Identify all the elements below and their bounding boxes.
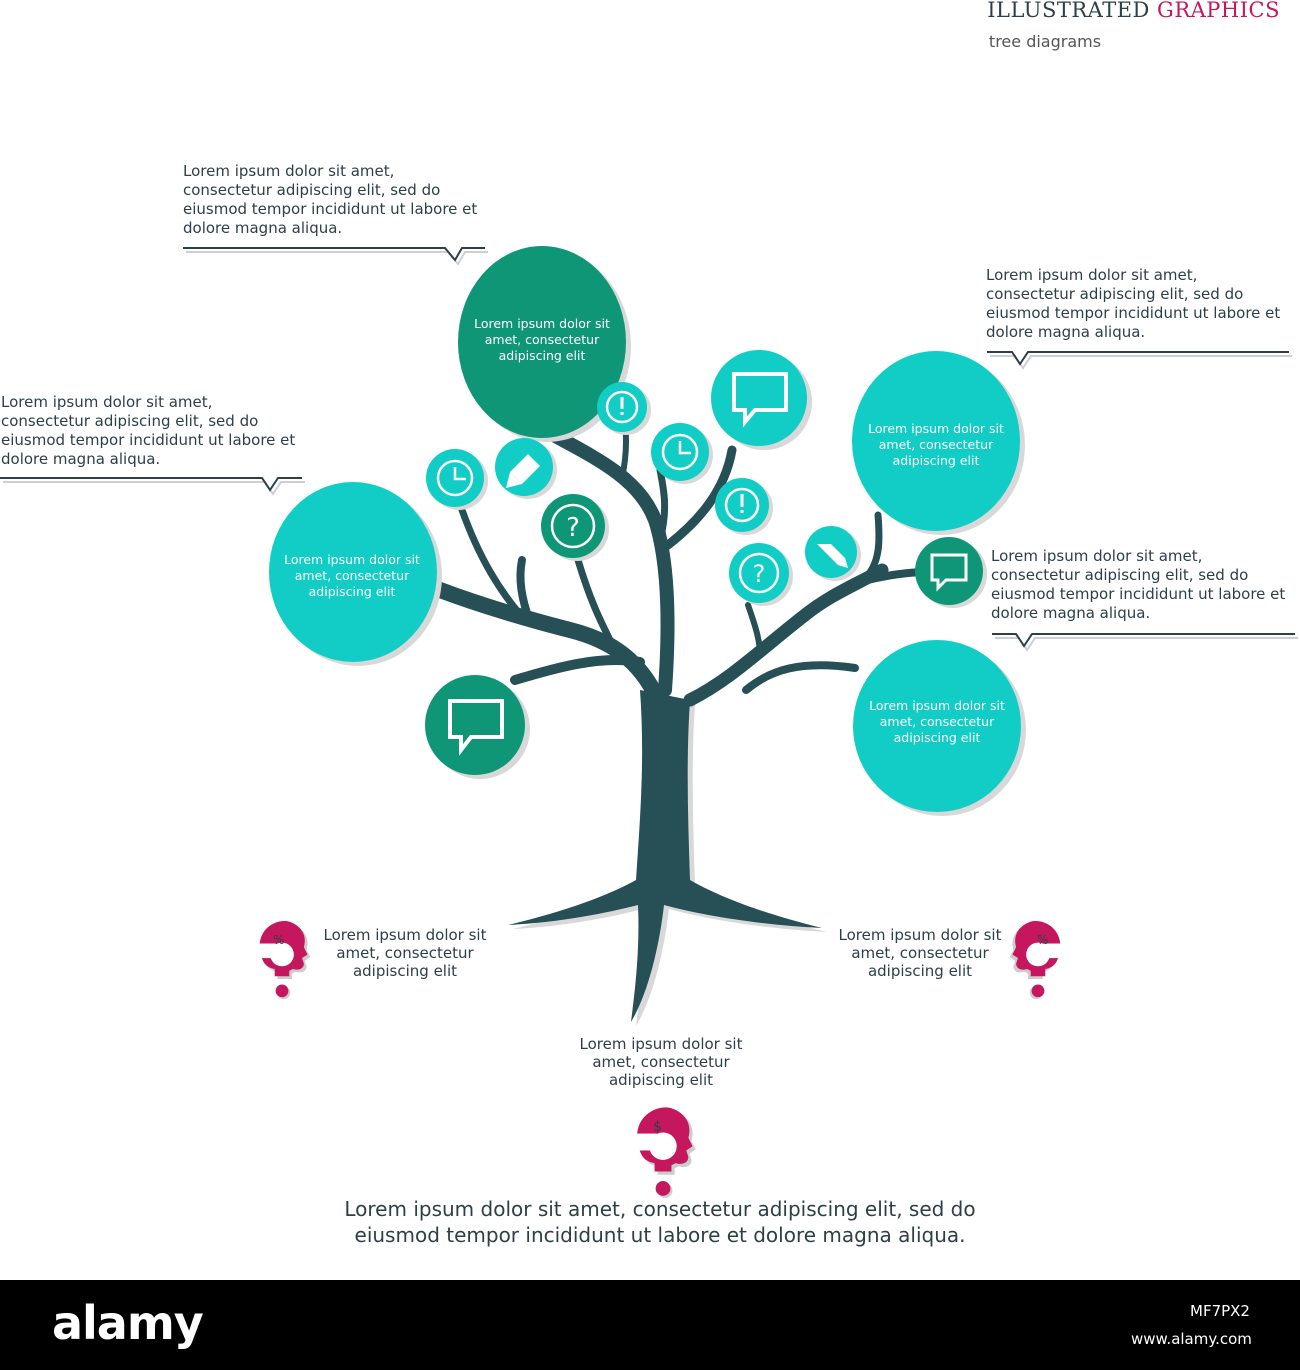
- bubble-top-center-text: Lorem ipsum dolor sit amet, consectetur …: [474, 316, 610, 363]
- header-title: ILLUSTRATED GRAPHICS: [860, 0, 1280, 22]
- root-left-symbol: %: [273, 933, 284, 947]
- root-right-text: Lorem ipsum dolor sit amet, consectetur …: [838, 926, 1002, 980]
- bubble-right-top-text: Lorem ipsum dolor sit amet, consectetur …: [868, 421, 1004, 468]
- callout-top-right: Lorem ipsum dolor sit amet, consectetur …: [986, 266, 1281, 341]
- bubble-right-bottom: [853, 640, 1026, 816]
- callout-mid-left: Lorem ipsum dolor sit amet, consectetur …: [1, 393, 296, 468]
- watermark-site: www.alamy.com: [1131, 1330, 1252, 1348]
- pencil-icon: [805, 526, 861, 581]
- bubble-top-center: [458, 246, 631, 442]
- svg-text:?: ?: [753, 560, 766, 588]
- watermark-bar: [0, 1280, 1300, 1370]
- footer-text: Lorem ipsum dolor sit amet, consectetur …: [344, 1197, 976, 1247]
- pencil-icon: [495, 438, 557, 499]
- header-title-part1: ILLUSTRATED: [987, 0, 1158, 22]
- bubble-left-text: Lorem ipsum dolor sit amet, consectetur …: [284, 552, 420, 599]
- tree-diagram: ? ?: [0, 246, 1298, 1198]
- callout-top-left: Lorem ipsum dolor sit amet, consectetur …: [183, 162, 478, 237]
- bubble-right-bottom-text: Lorem ipsum dolor sit amet, consectetur …: [869, 698, 1005, 745]
- tree-trunk: [508, 690, 822, 1022]
- exclamation-icon: [597, 382, 651, 435]
- root-bottom-symbol: $: [653, 1119, 662, 1135]
- header-subtitle: tree diagrams: [988, 32, 1102, 51]
- bubble-left: [269, 482, 442, 666]
- clock-icon: [651, 423, 713, 484]
- question-head-icon: [631, 1107, 696, 1198]
- chat-icon: [711, 350, 812, 450]
- chat-icon: [425, 675, 530, 779]
- clock-icon: [426, 449, 488, 510]
- root-bottom-text: Lorem ipsum dolor sit amet, consectetur …: [579, 1035, 743, 1089]
- exclamation-icon: [715, 478, 773, 535]
- root-left-text: Lorem ipsum dolor sit amet, consectetur …: [323, 926, 487, 980]
- watermark-logo: alamy: [52, 1296, 204, 1350]
- watermark-image-code: MF7PX2: [1190, 1302, 1250, 1320]
- svg-text:?: ?: [566, 513, 580, 543]
- callout-mid-right: Lorem ipsum dolor sit amet, consectetur …: [991, 547, 1286, 622]
- chat-icon: [915, 537, 987, 608]
- root-right-symbol: %: [1037, 933, 1048, 947]
- question-icon: ?: [729, 543, 793, 606]
- bubble-right-top: [852, 351, 1025, 535]
- callout-lines: [0, 247, 1298, 652]
- question-icon: ?: [541, 494, 609, 561]
- header-title-part2: GRAPHICS: [1157, 0, 1280, 22]
